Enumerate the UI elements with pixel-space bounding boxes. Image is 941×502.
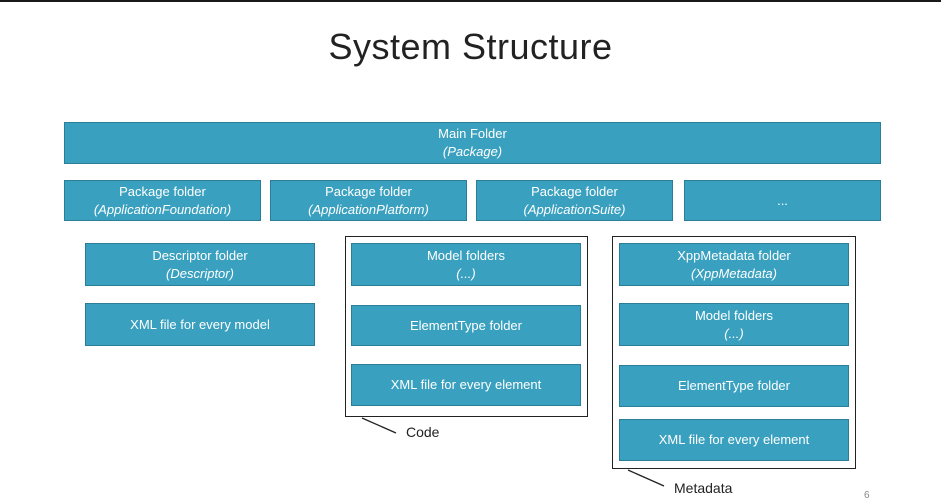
descriptor-folder-box: Descriptor folder (Descriptor) — [85, 243, 315, 286]
metadata-elementtype-folder-label: ElementType folder — [677, 378, 790, 393]
package-folder-sub: (ApplicationSuite) — [523, 201, 626, 217]
metadata-elementtype-folder-box: ElementType folder — [619, 365, 849, 407]
main-folder-sub: (Package) — [442, 144, 503, 159]
metadata-xml-element-file-label: XML file for every element — [658, 432, 810, 447]
code-model-folders-box: Model folders (...) — [351, 243, 581, 286]
package-folder-label: Package folder — [325, 183, 412, 199]
xppmetadata-folder-box: XppMetadata folder (XppMetadata) — [619, 243, 849, 286]
code-elementtype-folder-label: ElementType folder — [409, 317, 522, 333]
main-folder-box: Main Folder (Package) — [64, 122, 881, 164]
metadata-callout-line — [627, 469, 665, 487]
metadata-model-folders-box: Model folders (...) — [619, 303, 849, 346]
code-model-folders-label: Model folders — [426, 247, 506, 263]
package-folder-more-label: ... — [777, 192, 788, 208]
page-number: 6 — [864, 490, 870, 501]
metadata-model-folders-label: Model folders — [694, 307, 774, 323]
code-group-outline — [345, 236, 588, 417]
metadata-callout-label: Metadata — [674, 480, 733, 496]
code-xml-element-file-label: XML file for every element — [390, 377, 542, 392]
code-callout-line — [361, 417, 397, 434]
metadata-model-folders-sub: (...) — [724, 325, 744, 341]
xml-model-file-box: XML file for every model — [85, 303, 315, 346]
xml-model-file-label: XML file for every model — [130, 316, 270, 332]
slide-title: System Structure — [328, 26, 613, 67]
package-folder-box: Package folder (ApplicationPlatform) — [270, 180, 467, 221]
package-folder-label: Package folder — [531, 183, 618, 199]
package-folder-more-box: ... — [684, 180, 881, 221]
package-folder-box: Package folder (ApplicationFoundation) — [64, 180, 261, 221]
main-folder-label: Main Folder — [438, 126, 507, 141]
package-folder-label: Package folder — [119, 183, 206, 199]
metadata-xml-element-file-box: XML file for every element — [619, 419, 849, 461]
xppmetadata-folder-label: XppMetadata folder — [677, 247, 791, 263]
xppmetadata-folder-sub: (XppMetadata) — [691, 265, 777, 281]
code-callout-label: Code — [406, 424, 440, 440]
package-folder-sub: (ApplicationPlatform) — [308, 201, 429, 217]
top-border — [0, 0, 941, 2]
descriptor-folder-label: Descriptor folder — [152, 247, 248, 263]
metadata-group-outline — [612, 236, 856, 469]
code-model-folders-sub: (...) — [456, 265, 476, 281]
descriptor-folder-sub: (Descriptor) — [166, 265, 234, 281]
package-folder-box: Package folder (ApplicationSuite) — [476, 180, 673, 221]
code-xml-element-file-box: XML file for every element — [351, 364, 581, 406]
package-folder-sub: (ApplicationFoundation) — [93, 201, 232, 217]
code-elementtype-folder-box: ElementType folder — [351, 305, 581, 346]
